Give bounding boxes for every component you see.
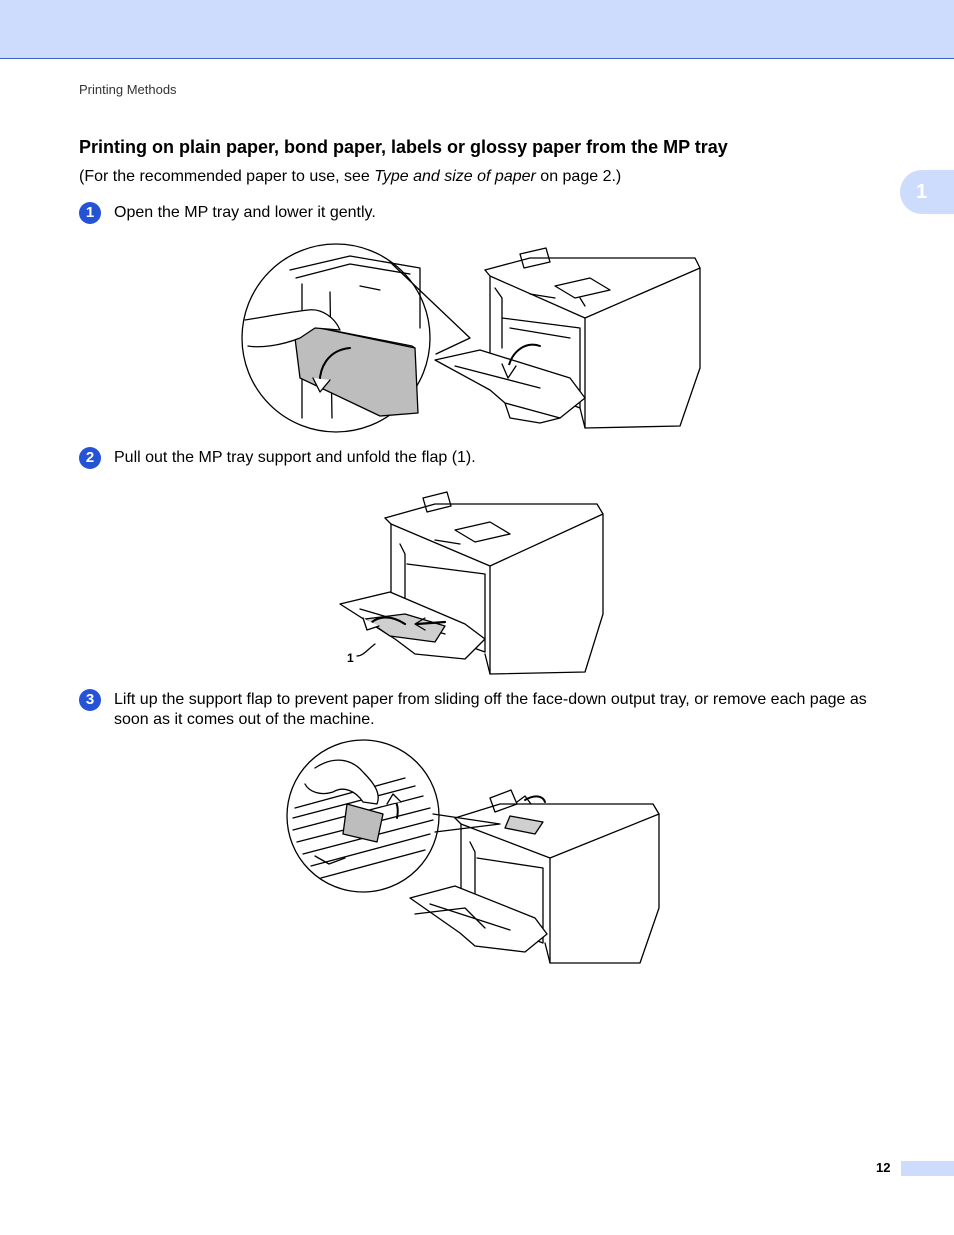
section-title: Printing on plain paper, bond paper, lab… — [79, 137, 728, 157]
intro-link[interactable]: Type and size of paper — [374, 168, 536, 185]
chapter-number: 1 — [916, 180, 928, 203]
step-number-badge: 2 — [79, 447, 101, 469]
step-text: Open the MP tray and lower it gently. — [114, 204, 376, 221]
step-2: 2 Pull out the MP tray support and unfol… — [79, 447, 899, 469]
intro-text-end: on page 2.) — [535, 168, 622, 185]
step-text: Pull out the MP tray support and unfold … — [114, 449, 476, 466]
page-number: 12 — [876, 1160, 891, 1175]
chapter-tab: 1 — [900, 170, 954, 214]
callout-label-1: 1 — [347, 651, 354, 665]
figure-open-mp-tray — [241, 243, 701, 433]
step-text: Lift up the support flap to prevent pape… — [114, 691, 867, 728]
figure-lift-support-flap — [286, 739, 660, 964]
running-head: Printing Methods — [79, 82, 177, 97]
footer-bar — [901, 1161, 954, 1176]
header-band — [0, 0, 954, 59]
intro-text: (For the recommended paper to use, see — [79, 168, 375, 185]
step-number-badge: 1 — [79, 202, 101, 224]
step-1: 1 Open the MP tray and lower it gently. — [79, 202, 899, 224]
intro-paragraph: (For the recommended paper to use, see T… — [79, 168, 621, 186]
figure-pull-out-support: 1 — [339, 491, 604, 675]
step-number-badge: 3 — [79, 689, 101, 711]
step-3: 3 Lift up the support flap to prevent pa… — [79, 689, 899, 730]
